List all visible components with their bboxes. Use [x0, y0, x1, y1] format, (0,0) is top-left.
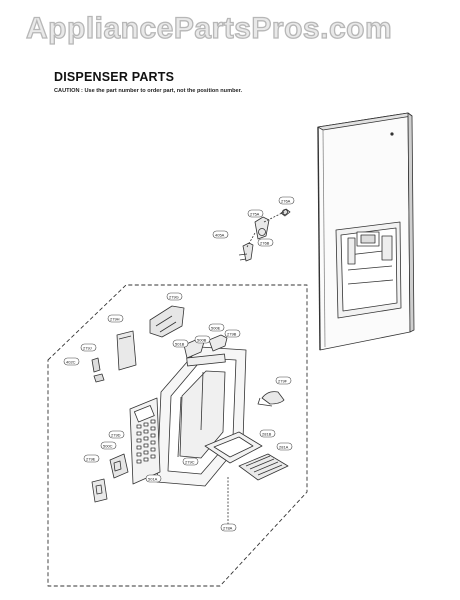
label-279j: 279J — [83, 346, 92, 351]
label-281a: 281A — [279, 445, 289, 450]
label-279f: 279F — [278, 379, 288, 384]
label-276b: 276B — [260, 241, 270, 246]
label-281b: 281B — [262, 432, 272, 437]
label-279c: 279C — [185, 460, 195, 465]
lower-left-parts — [91, 453, 129, 503]
label-279d: 279D — [111, 433, 121, 438]
label-278a: 278A — [223, 526, 233, 531]
label-276a-top: 276A — [281, 199, 291, 204]
label-275a: 275A — [250, 212, 260, 217]
label-500b: 500B — [197, 338, 207, 343]
label-501a: 501A — [148, 477, 158, 482]
assembly-boundary — [47, 284, 308, 587]
control-panel — [129, 397, 161, 485]
door-hinge-parts — [238, 208, 291, 262]
upper-brackets — [149, 305, 228, 359]
watermark: AppliancePartsPros.com — [0, 0, 460, 58]
caution-note: CAUTION : Use the part number to order p… — [54, 88, 243, 94]
label-279b: 279B — [227, 332, 237, 337]
label-500e: 500E — [211, 326, 221, 331]
door-assembly — [317, 112, 415, 351]
label-279h: 279H — [110, 317, 120, 322]
label-402c: 402C — [66, 360, 76, 365]
left-cover-panel — [91, 330, 137, 383]
label-279g: 279G — [169, 295, 179, 300]
page-title: DISPENSER PARTS — [54, 70, 175, 84]
label-279e: 279E — [86, 457, 96, 462]
drip-tray — [204, 431, 289, 481]
dispenser-frame — [156, 346, 247, 487]
watermark-text: AppliancePartsPros.com — [25, 11, 393, 45]
label-405a: 405A — [215, 233, 225, 238]
label-501b: 501B — [175, 342, 185, 347]
label-500c: 500C — [103, 444, 113, 449]
dispenser-lever — [257, 391, 285, 407]
